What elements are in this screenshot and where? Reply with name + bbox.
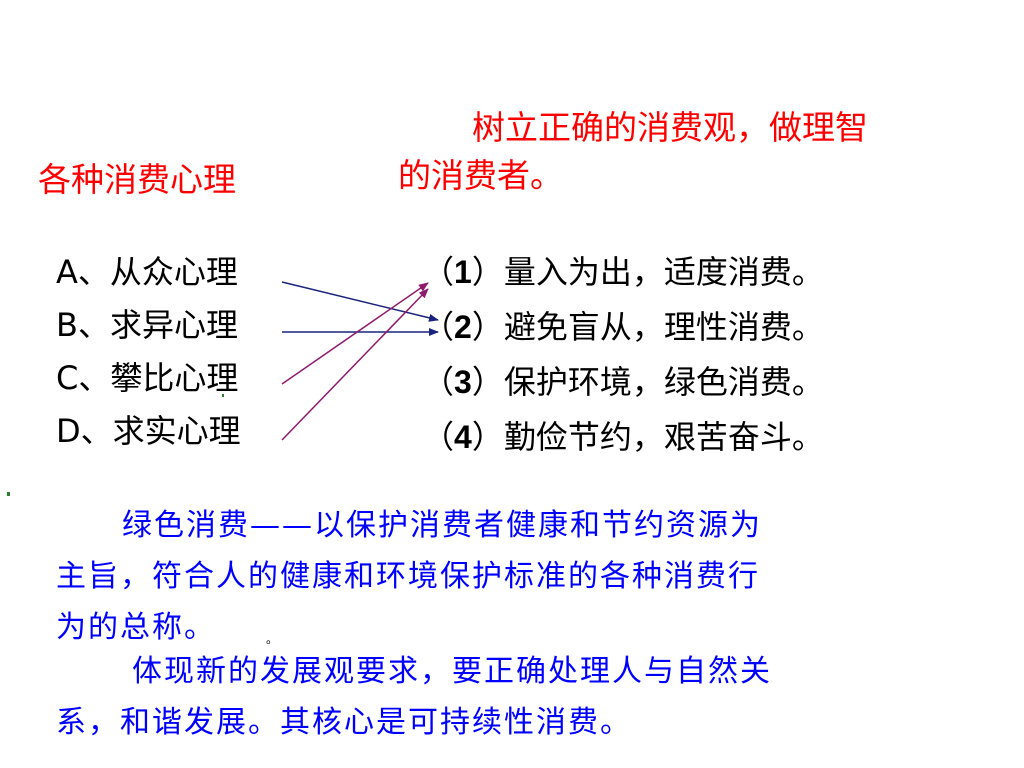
psychology-item-c: C、攀比心理 bbox=[56, 359, 239, 397]
paragraph-text: 体现新的发展观要求，要正确处理人与自然关 bbox=[132, 654, 772, 689]
consumer-psychology-heading: 各种消费心理 bbox=[38, 160, 236, 199]
principle-item-1: （1）量入为出，适度消费。 bbox=[422, 253, 824, 291]
paragraph-line: 绿色消费——以保护消费者健康和节约资源为 bbox=[56, 500, 936, 551]
principle-number: 4 bbox=[454, 419, 472, 455]
psychology-item-a: A、从众心理 bbox=[56, 253, 238, 291]
paragraph-line: 系，和谐发展。其核心是可持续性消费。 bbox=[56, 705, 632, 740]
psychology-item-b: B、求异心理 bbox=[56, 306, 238, 344]
principle-item-3: （3）保护环境，绿色消费。 bbox=[422, 363, 824, 401]
principle-text: 避免盲从，理性消费。 bbox=[503, 308, 824, 346]
principle-number: 3 bbox=[454, 364, 472, 400]
decorative-dot bbox=[7, 492, 10, 496]
heading-line-1: 树立正确的消费观，做理智 bbox=[472, 108, 868, 147]
paragraph-text: 绿色消费——以保护消费者健康和节约资源为 bbox=[122, 508, 762, 543]
principle-number: 1 bbox=[454, 254, 472, 290]
arrow-a-to-2 bbox=[281, 281, 439, 322]
paragraph-line: 体现新的发展观要求，要正确处理人与自然关 bbox=[56, 646, 936, 697]
sustainable-consumption-paragraph: 体现新的发展观要求，要正确处理人与自然关 系，和谐发展。其核心是可持续性消费。 bbox=[56, 646, 936, 748]
paragraph-line: 主旨，符合人的健康和环境保护标准的各种消费行 bbox=[56, 559, 760, 594]
principle-number: 2 bbox=[454, 309, 472, 345]
principle-text: 保护环境，绿色消费。 bbox=[503, 363, 824, 401]
green-consumption-paragraph: 绿色消费——以保护消费者健康和节约资源为 主旨，符合人的健康和环境保护标准的各种… bbox=[56, 500, 936, 653]
decorative-dot bbox=[222, 394, 224, 397]
slide-heading: 树立正确的消费观，做理智 的消费者。 bbox=[398, 104, 958, 200]
principle-item-2: （2）避免盲从，理性消费。 bbox=[422, 308, 824, 346]
principle-item-4: （4）勤俭节约，艰苦奋斗。 bbox=[422, 418, 824, 456]
heading-line-2: 的消费者。 bbox=[398, 156, 563, 195]
psychology-item-d: D、求实心理 bbox=[56, 412, 241, 450]
arrow-d-to-1 bbox=[281, 288, 429, 441]
principle-text: 勤俭节约，艰苦奋斗。 bbox=[503, 418, 824, 456]
paragraph-line: 为的总称。 bbox=[56, 610, 216, 645]
principle-text: 量入为出，适度消费。 bbox=[503, 253, 824, 291]
arrow-c-to-1 bbox=[281, 282, 429, 385]
small-mark: 。 bbox=[266, 632, 279, 646]
